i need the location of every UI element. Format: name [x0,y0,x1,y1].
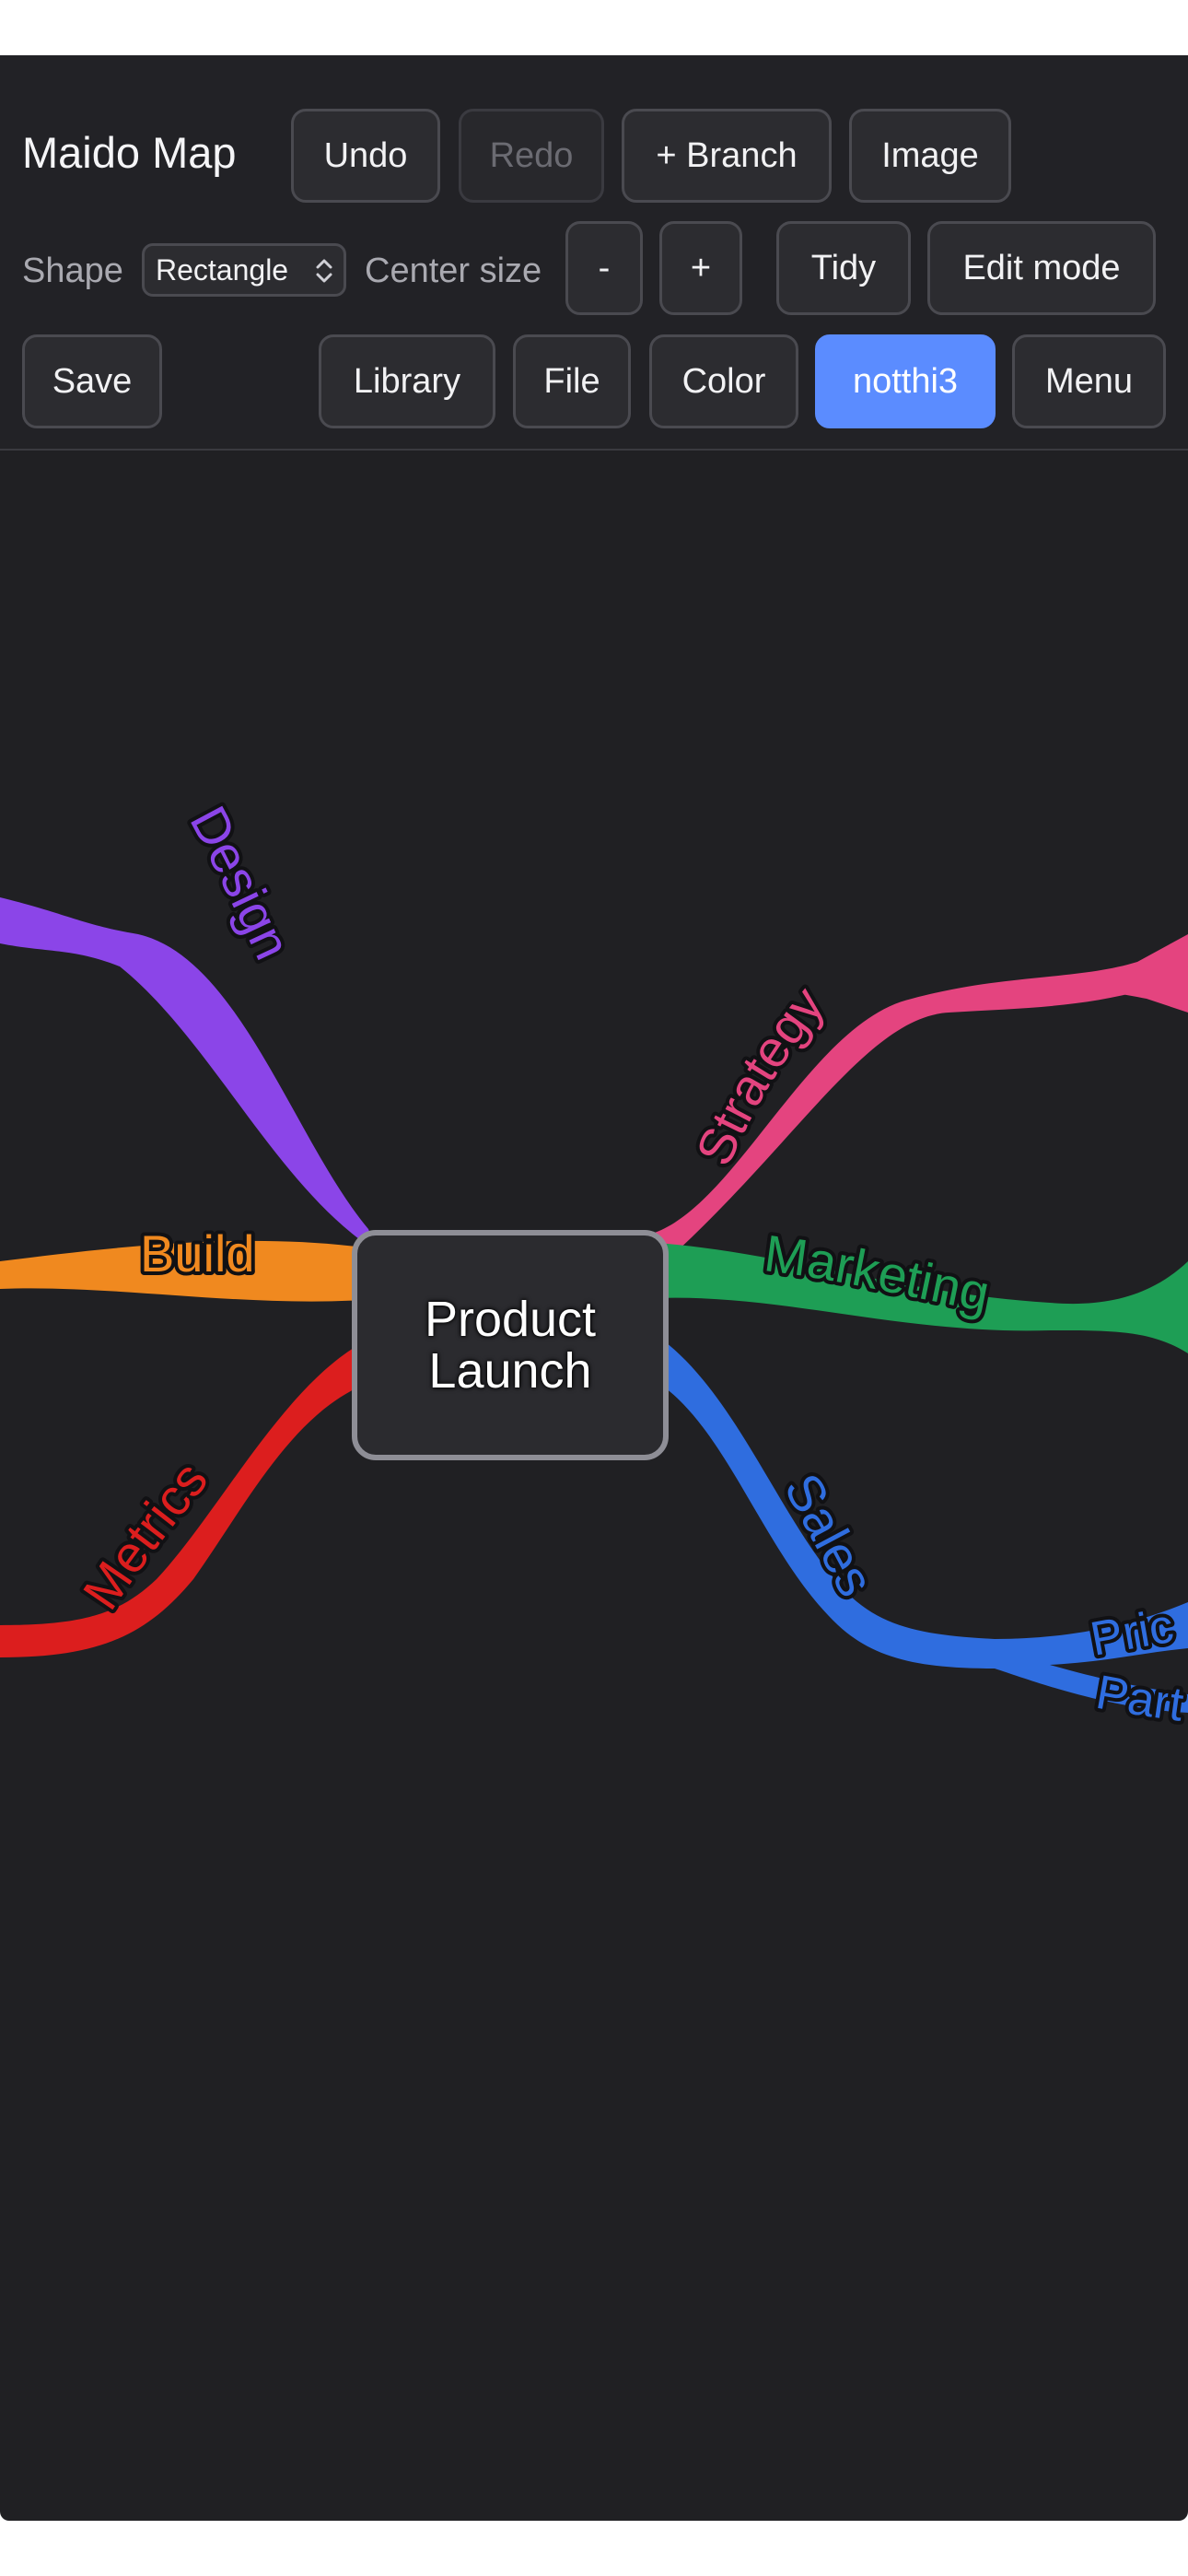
image-button[interactable]: Image [849,109,1011,203]
branch-sales[interactable] [656,1335,1188,1713]
file-button[interactable]: File [513,334,631,428]
undo-button[interactable]: Undo [291,109,440,203]
shape-label: Shape [22,252,123,290]
center-node[interactable]: Product Launch [352,1230,669,1460]
toolbar: Maido Map Undo Redo + Branch Image Shape… [0,55,1188,451]
redo-button[interactable]: Redo [459,109,604,203]
branch-design[interactable] [0,897,378,1252]
tidy-button[interactable]: Tidy [776,221,911,315]
mindmap-canvas[interactable]: Design Build Metrics Strategy Marketing … [0,451,1188,2521]
decrease-center-size-button[interactable]: - [565,221,643,315]
branch-strategy-sub[interactable] [1077,966,1188,1013]
sub-branch-label-pric[interactable]: Pric [1083,1596,1182,1670]
shape-select-value: Rectangle [156,252,289,287]
branch-label-design[interactable]: Design [176,793,307,972]
save-button[interactable]: Save [22,334,162,428]
mindmap-svg[interactable]: Design Build Metrics Strategy Marketing … [0,451,1188,2521]
color-button[interactable]: Color [649,334,798,428]
sub-branch-label-part[interactable]: Part [1089,1662,1188,1736]
branch-build[interactable] [0,1240,364,1302]
add-branch-button[interactable]: + Branch [622,109,832,203]
menu-button[interactable]: Menu [1012,334,1166,428]
shape-select[interactable]: Rectangle [142,243,346,297]
center-node-label: Product Launch [424,1292,597,1399]
branch-strategy[interactable] [652,934,1188,1270]
increase-center-size-button[interactable]: + [659,221,742,315]
user-button[interactable]: notthi3 [815,334,996,428]
branch-label-build[interactable]: Build [136,1221,259,1286]
branch-metrics[interactable] [0,1340,373,1657]
library-button[interactable]: Library [319,334,495,428]
app-window: Maido Map Undo Redo + Branch Image Shape… [0,55,1188,2521]
chevron-updown-icon [316,259,332,283]
branch-marketing[interactable] [656,1243,1188,1353]
center-size-label: Center size [365,252,542,290]
app-title: Maido Map [22,128,237,177]
edit-mode-button[interactable]: Edit mode [927,221,1156,315]
